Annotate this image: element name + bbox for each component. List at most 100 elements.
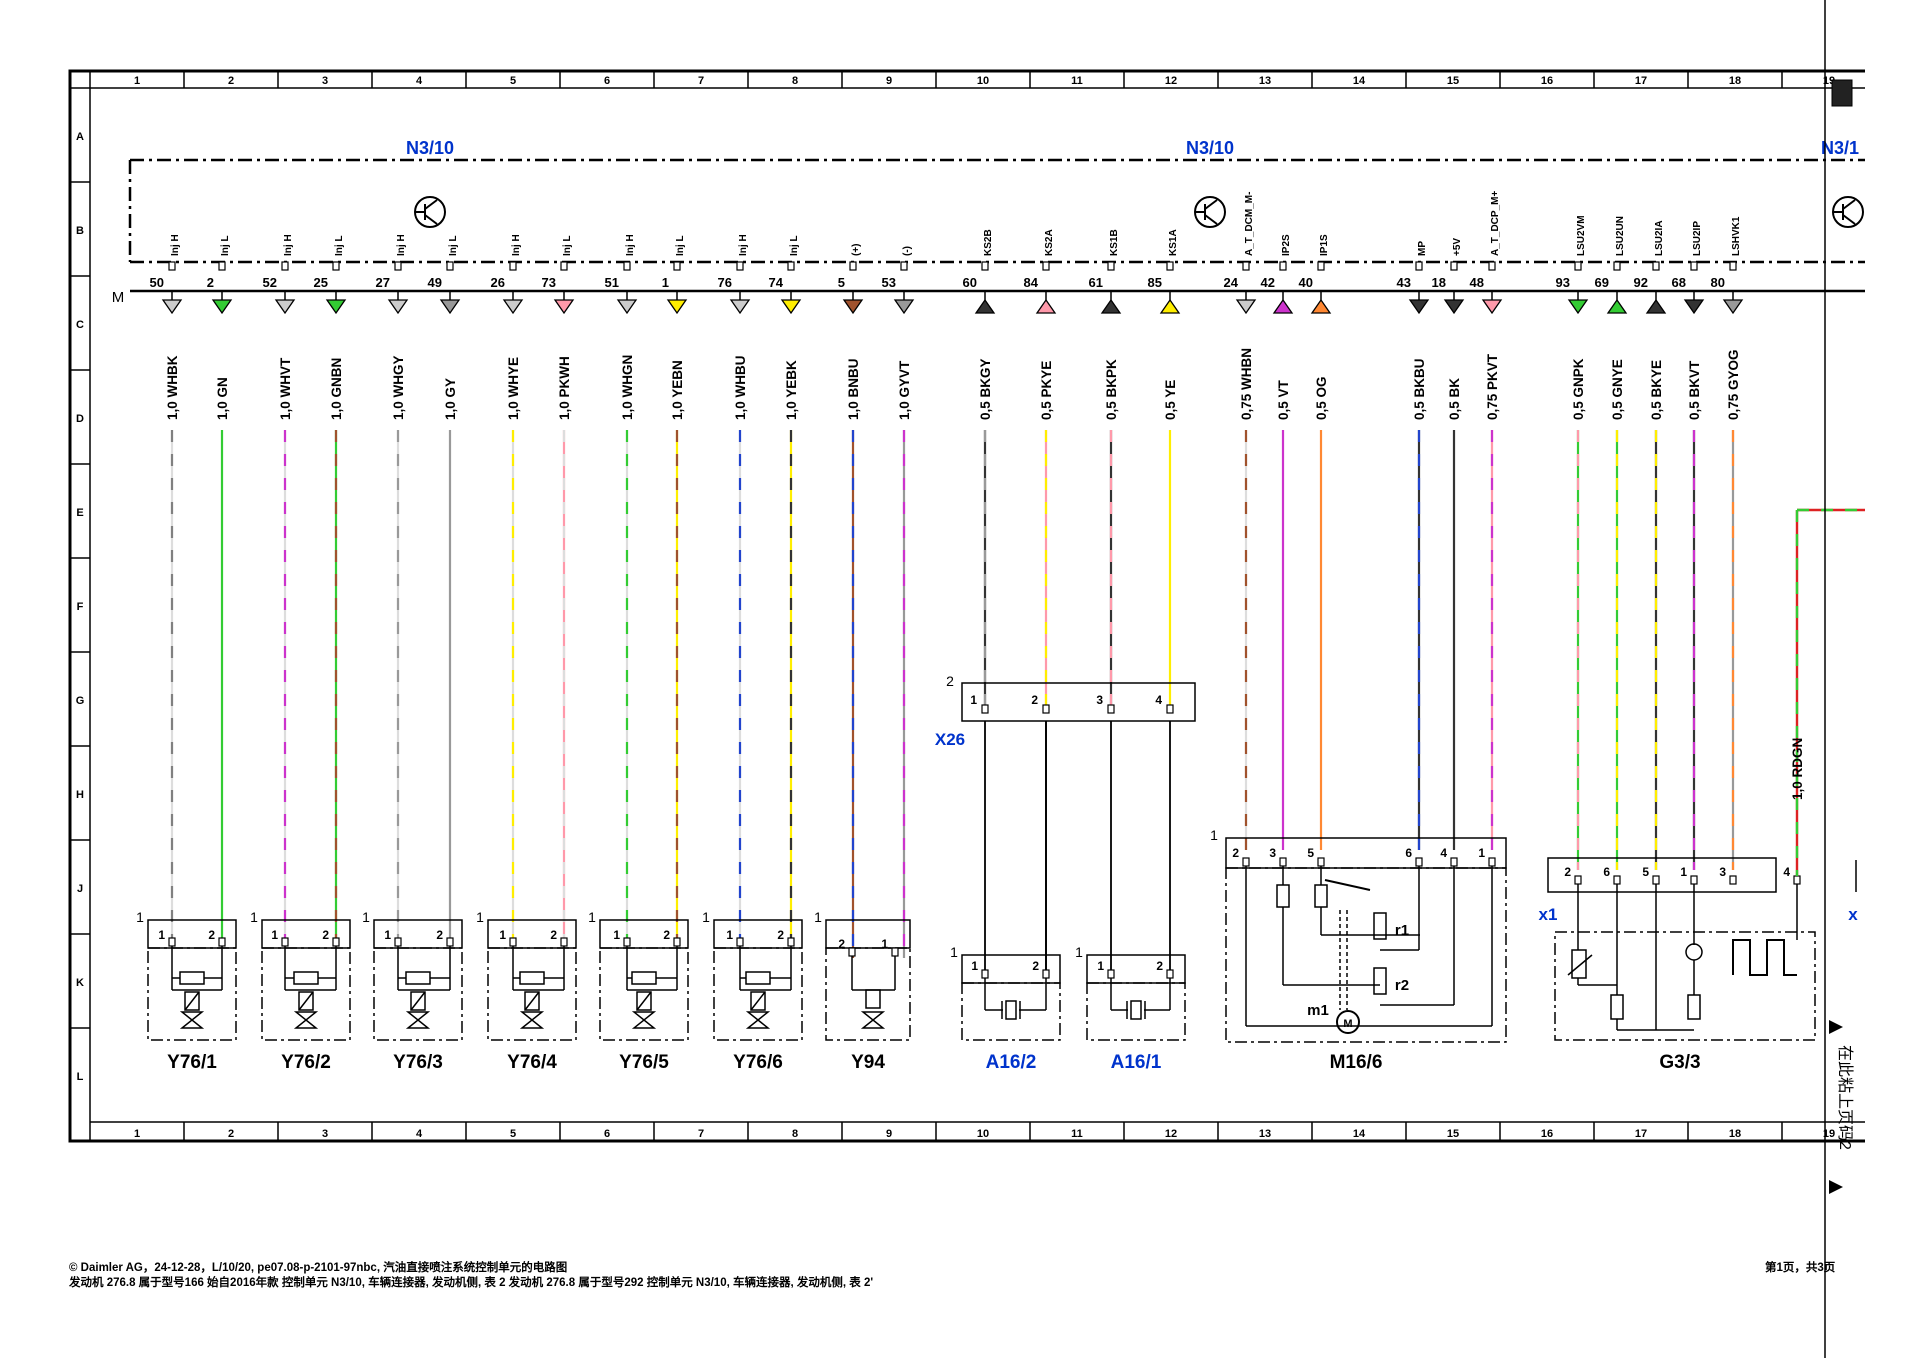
g33-connector bbox=[1547, 857, 1777, 893]
col-label-bottom: 6 bbox=[604, 1128, 610, 1140]
pin-tag: (+) bbox=[851, 244, 862, 257]
pin-marker bbox=[1450, 261, 1458, 271]
pin-tag: LSU2IP bbox=[1692, 221, 1703, 256]
comp-pin bbox=[981, 969, 989, 979]
col-label-top: 6 bbox=[604, 75, 610, 87]
comp-pin bbox=[1729, 875, 1737, 885]
pin-marker bbox=[446, 261, 454, 271]
col-label-bottom: 12 bbox=[1165, 1128, 1177, 1140]
pin-number: 25 bbox=[314, 275, 328, 290]
comp-pin bbox=[281, 937, 289, 947]
comp-pin bbox=[1690, 875, 1698, 885]
col-label-top: 1 bbox=[134, 75, 140, 87]
connector-arrow bbox=[1443, 299, 1465, 315]
row-label: A bbox=[76, 131, 84, 143]
footer-line-1: © Daimler AG，24-12-28，L/10/20, pe07.08-p… bbox=[69, 1262, 568, 1274]
comp-pin-number: 2 bbox=[1156, 959, 1163, 973]
wire-label: 0,5 GNPK bbox=[1571, 358, 1586, 420]
comp-pin bbox=[218, 937, 226, 947]
pin-tag: Inj L bbox=[220, 235, 231, 256]
comp-body bbox=[487, 947, 577, 1041]
wire-label: 1,0 GN bbox=[215, 377, 230, 420]
comp-pin-number: 1 bbox=[1097, 959, 1104, 973]
comp-pin-number: 1 bbox=[384, 928, 391, 942]
valve-coil-diag bbox=[298, 991, 314, 1011]
connector-arrow bbox=[974, 298, 996, 314]
connector-arrow bbox=[780, 299, 802, 315]
valve-coil-diag bbox=[750, 991, 766, 1011]
pin-marker bbox=[168, 261, 176, 271]
col-label-bottom: 15 bbox=[1447, 1128, 1459, 1140]
pin-number: 53 bbox=[882, 275, 896, 290]
pin-number: 74 bbox=[769, 275, 784, 290]
comp-name: A16/1 bbox=[1111, 1052, 1162, 1073]
x26-pin bbox=[1166, 704, 1174, 714]
wire-label: 0,5 BKVT bbox=[1687, 360, 1702, 420]
g33-heater-diag bbox=[1567, 954, 1593, 976]
col-label-top: 3 bbox=[322, 75, 328, 87]
pin-tag: Inj L bbox=[789, 235, 800, 256]
comp-body bbox=[1086, 982, 1186, 1041]
connector-arrow bbox=[325, 299, 347, 315]
side-note: 在此粘上页码2 bbox=[1836, 1045, 1854, 1150]
pin-marker bbox=[1042, 261, 1050, 271]
wire-label: 1,0 BNBU bbox=[846, 358, 861, 420]
col-label-top: 4 bbox=[416, 75, 423, 87]
pin-marker bbox=[281, 261, 289, 271]
connector-arrow bbox=[387, 299, 409, 315]
comp-connector bbox=[147, 919, 237, 949]
col-label-bottom: 7 bbox=[698, 1128, 704, 1140]
pin-marker bbox=[1242, 261, 1250, 271]
x26-pin-number: 1 bbox=[970, 693, 977, 707]
comp-pin-number: 1 bbox=[499, 928, 506, 942]
motor-glyph: M bbox=[1343, 1018, 1352, 1030]
comp-pin-number: 3 bbox=[1269, 846, 1276, 860]
wire-label: 0,5 YE bbox=[1163, 380, 1178, 420]
m16-resistor bbox=[1276, 884, 1290, 908]
valve-symbol bbox=[405, 1011, 431, 1029]
pin-marker bbox=[1317, 261, 1325, 271]
pin-tag: LSU2VM bbox=[1576, 215, 1587, 256]
connector-arrow bbox=[274, 299, 296, 315]
connector-arrow bbox=[1235, 299, 1257, 315]
wire-label: 1,0 YEBK bbox=[784, 360, 799, 420]
wire-label: 1,0 GYVT bbox=[897, 360, 912, 420]
arrow-icon bbox=[1829, 1020, 1843, 1034]
valve-coil bbox=[298, 991, 314, 1011]
comp-pin-number: 6 bbox=[1405, 846, 1412, 860]
comp-pin bbox=[1574, 875, 1582, 885]
wire-label: 0,75 GYOG bbox=[1726, 349, 1741, 420]
x26-pin bbox=[1107, 704, 1115, 714]
col-label-bottom: 16 bbox=[1541, 1128, 1553, 1140]
valve-resistor bbox=[745, 971, 771, 985]
comp-pin-number: 5 bbox=[1307, 846, 1314, 860]
comp-pin-number: 1 bbox=[613, 928, 620, 942]
x26-pin bbox=[981, 704, 989, 714]
comp-pin-number: 1 bbox=[881, 937, 888, 951]
connector-arrow bbox=[729, 299, 751, 315]
comp-name: A16/2 bbox=[986, 1052, 1037, 1073]
col-label-top: 12 bbox=[1165, 75, 1177, 87]
pin-tag: Inj H bbox=[738, 234, 749, 256]
comp-connector bbox=[487, 919, 577, 949]
connector-arrow bbox=[893, 299, 915, 315]
comp-conn-number: 1 bbox=[1075, 944, 1083, 960]
g33-resistor bbox=[1610, 994, 1624, 1020]
connector-arrow bbox=[1100, 298, 1122, 314]
comp-name: Y76/4 bbox=[507, 1052, 557, 1073]
connector-arrow bbox=[1683, 299, 1705, 315]
col-label-bottom: 19 bbox=[1823, 1128, 1835, 1140]
pin-marker bbox=[1613, 261, 1621, 271]
pin-number: 52 bbox=[263, 275, 277, 290]
rdgn-wire-label: 1,0 RDGN bbox=[1790, 738, 1805, 800]
comp-connector bbox=[373, 919, 463, 949]
pin-tag: IP2S bbox=[1281, 234, 1292, 256]
scan-mark-icon bbox=[1831, 79, 1853, 107]
col-label-top: 14 bbox=[1353, 75, 1366, 87]
comp-name: G3/3 bbox=[1659, 1052, 1700, 1073]
pin-tag: Inj L bbox=[334, 235, 345, 256]
comp-body bbox=[373, 947, 463, 1041]
col-label-bottom: 5 bbox=[510, 1128, 516, 1140]
comp-pin bbox=[787, 937, 795, 947]
